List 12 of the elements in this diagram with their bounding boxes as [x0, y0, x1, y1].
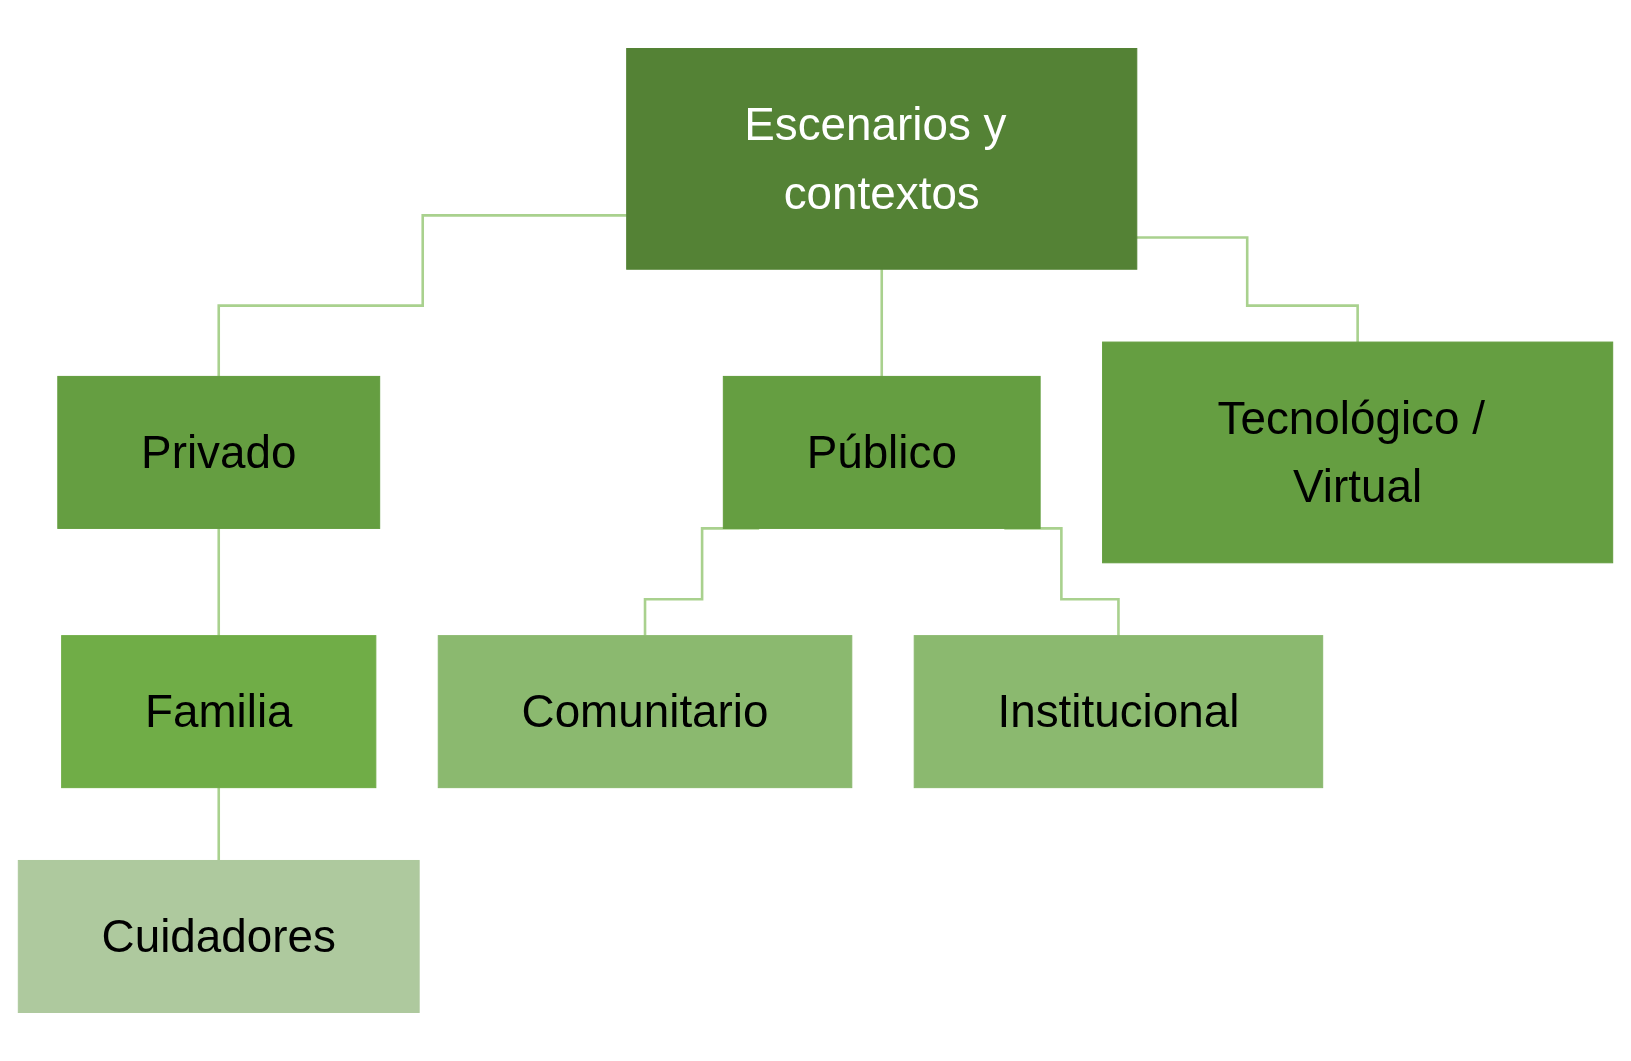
- node-box: Cuidadores: [17, 859, 420, 1013]
- node-box: Comunitario: [437, 635, 853, 789]
- node-box: Privado: [57, 375, 381, 529]
- connector: [1136, 236, 1359, 344]
- node-box: Tecnológico / Virtual: [1102, 341, 1614, 564]
- connector: [217, 786, 221, 862]
- node-box: Escenarios y contextos: [626, 48, 1138, 270]
- node-box: Familia: [61, 635, 377, 789]
- node-box: Público: [722, 375, 1041, 529]
- connector: [217, 527, 221, 637]
- connector: [217, 214, 627, 378]
- node-box: Institucional: [913, 635, 1324, 789]
